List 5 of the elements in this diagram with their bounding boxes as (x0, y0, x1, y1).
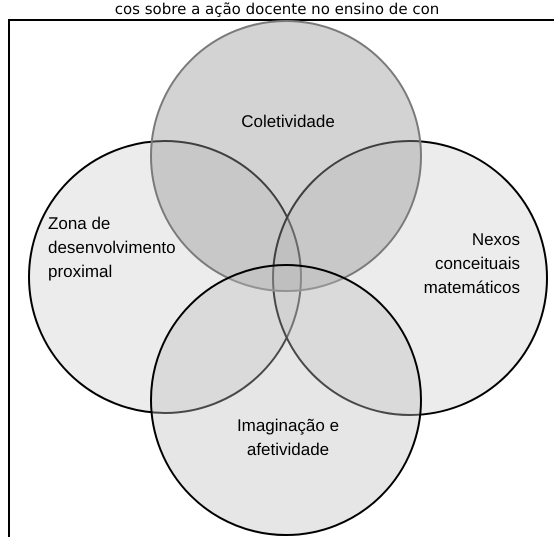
circle-label: Nexos conceituais matemáticos (422, 229, 520, 299)
circle-label: Imaginação e afetividade (236, 415, 340, 461)
title: cos sobre a ação docente no ensino de con (114, 1, 440, 18)
circle-label: Zona de desenvolvimento proximal (48, 213, 177, 283)
circle-label: Coletividade (240, 111, 336, 133)
